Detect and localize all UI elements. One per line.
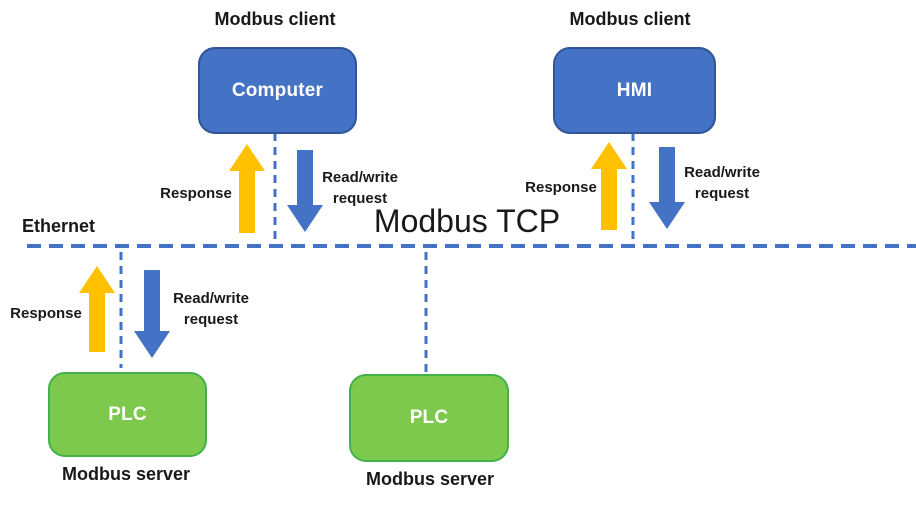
- modbus-server-title-left: Modbus server: [61, 464, 191, 484]
- request-label-line2: request: [183, 311, 239, 328]
- response-arrow-bottom-left: [79, 266, 115, 352]
- computer-node: Computer: [198, 47, 357, 134]
- modbus-tcp-label: Modbus TCP: [373, 203, 561, 239]
- request-label-line1: Read/write: [684, 164, 760, 181]
- request-label-line2: request: [694, 185, 750, 202]
- request-label-line2: request: [332, 190, 388, 207]
- hmi-node-label: HMI: [616, 79, 653, 101]
- request-label-line1: Read/write: [173, 290, 249, 307]
- response-arrow-top-left: [229, 144, 265, 233]
- response-label-top-right: Response: [525, 179, 597, 196]
- plc-node-middle-label: PLC: [409, 407, 449, 428]
- plc-node-left-label: PLC: [108, 403, 147, 425]
- modbus-server-title-middle: Modbus server: [365, 469, 495, 489]
- computer-node-label: Computer: [231, 79, 324, 101]
- response-label-top-left: Response: [160, 185, 232, 202]
- request-label-top-left: Read/write request: [312, 167, 408, 209]
- response-label-bottom-left: Response: [10, 305, 82, 322]
- request-label-line1: Read/write: [322, 169, 398, 186]
- request-arrow-bottom-left: [134, 270, 170, 358]
- response-arrow-top-right: [591, 142, 627, 230]
- request-label-bottom-left: Read/write request: [163, 288, 259, 330]
- request-arrow-top-left: [287, 150, 323, 232]
- plc-node-left: PLC: [48, 372, 207, 457]
- hmi-node: HMI: [553, 47, 716, 134]
- request-arrow-top-right: [649, 147, 685, 229]
- ethernet-label: Ethernet: [22, 216, 96, 236]
- modbus-client-title-right: Modbus client: [569, 9, 691, 29]
- modbus-client-title-left: Modbus client: [214, 9, 336, 29]
- request-label-top-right: Read/write request: [674, 162, 770, 204]
- plc-node-middle: PLC: [349, 374, 509, 462]
